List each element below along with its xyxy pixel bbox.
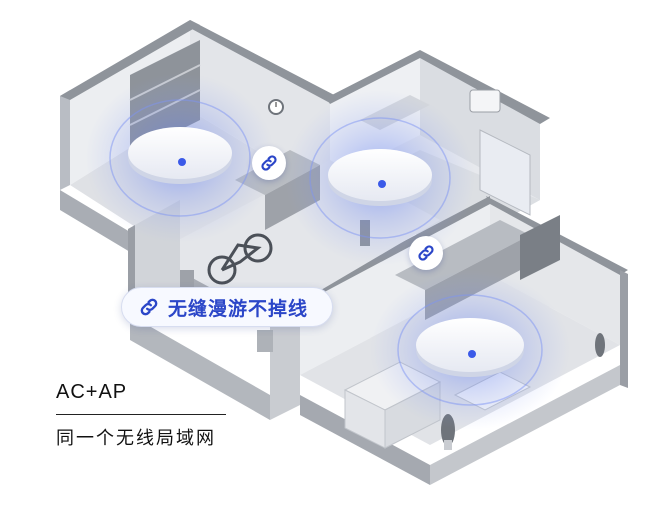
link-icon bbox=[252, 146, 286, 180]
seamless-roaming-badge: 无缝漫游不掉线 bbox=[121, 287, 333, 327]
caption: AC+AP 同一个无线局域网 bbox=[56, 381, 226, 450]
access-point-icon bbox=[416, 318, 524, 377]
badge-text: 无缝漫游不掉线 bbox=[168, 297, 309, 320]
access-point-icon bbox=[128, 127, 232, 184]
bicycle-icon bbox=[207, 233, 273, 285]
link-icon bbox=[409, 236, 443, 270]
caption-subtitle: 同一个无线局域网 bbox=[56, 428, 216, 449]
caption-divider bbox=[56, 414, 226, 415]
access-point-icon bbox=[328, 149, 432, 206]
clock-icon bbox=[268, 99, 284, 115]
caption-title: AC+AP bbox=[56, 381, 128, 403]
link-icon bbox=[136, 294, 162, 320]
